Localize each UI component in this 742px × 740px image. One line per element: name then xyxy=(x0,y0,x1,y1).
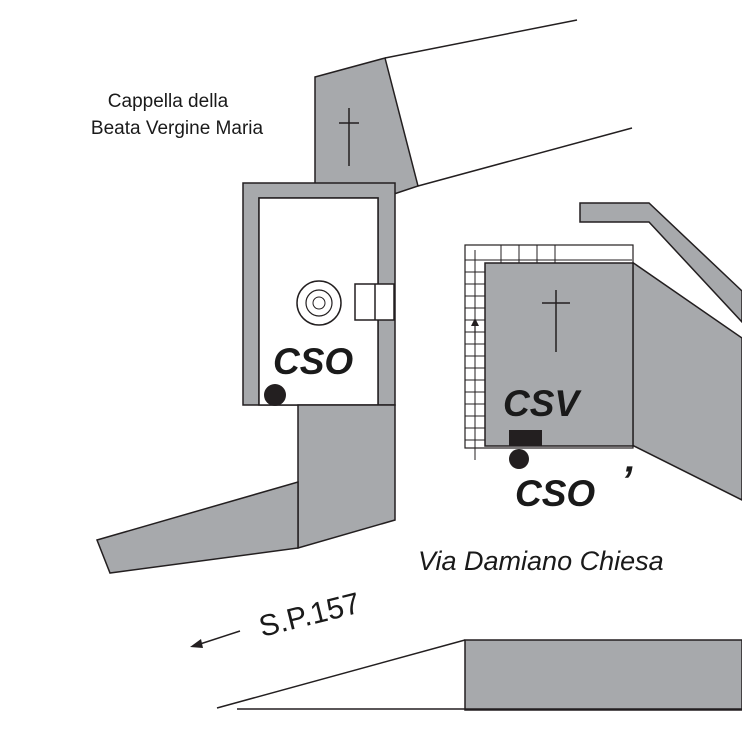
chapel-building xyxy=(242,182,396,406)
cso-prime-marker-dot xyxy=(509,449,529,469)
lower-left-building xyxy=(96,404,396,574)
cso-marker-dot xyxy=(264,384,286,406)
prime-mark: ’ xyxy=(621,459,633,503)
bottom-road xyxy=(216,639,742,711)
stairs xyxy=(465,245,632,460)
chapel-apse xyxy=(314,57,419,197)
provincial-road-label: S.P.157 xyxy=(256,587,364,644)
chapel-name-line2: Beata Vergine Maria xyxy=(91,118,264,139)
chapel-name-line1: Cappella della xyxy=(108,91,229,112)
church-csv xyxy=(464,244,634,469)
csv-marker xyxy=(509,430,542,446)
cso-prime-label: CSO xyxy=(515,473,595,514)
cso-label: CSO xyxy=(273,341,353,382)
upper-road xyxy=(384,19,633,187)
sp157-arrow-icon xyxy=(190,630,241,648)
street-label: Via Damiano Chiesa xyxy=(418,546,664,576)
csv-label: CSV xyxy=(503,383,582,424)
